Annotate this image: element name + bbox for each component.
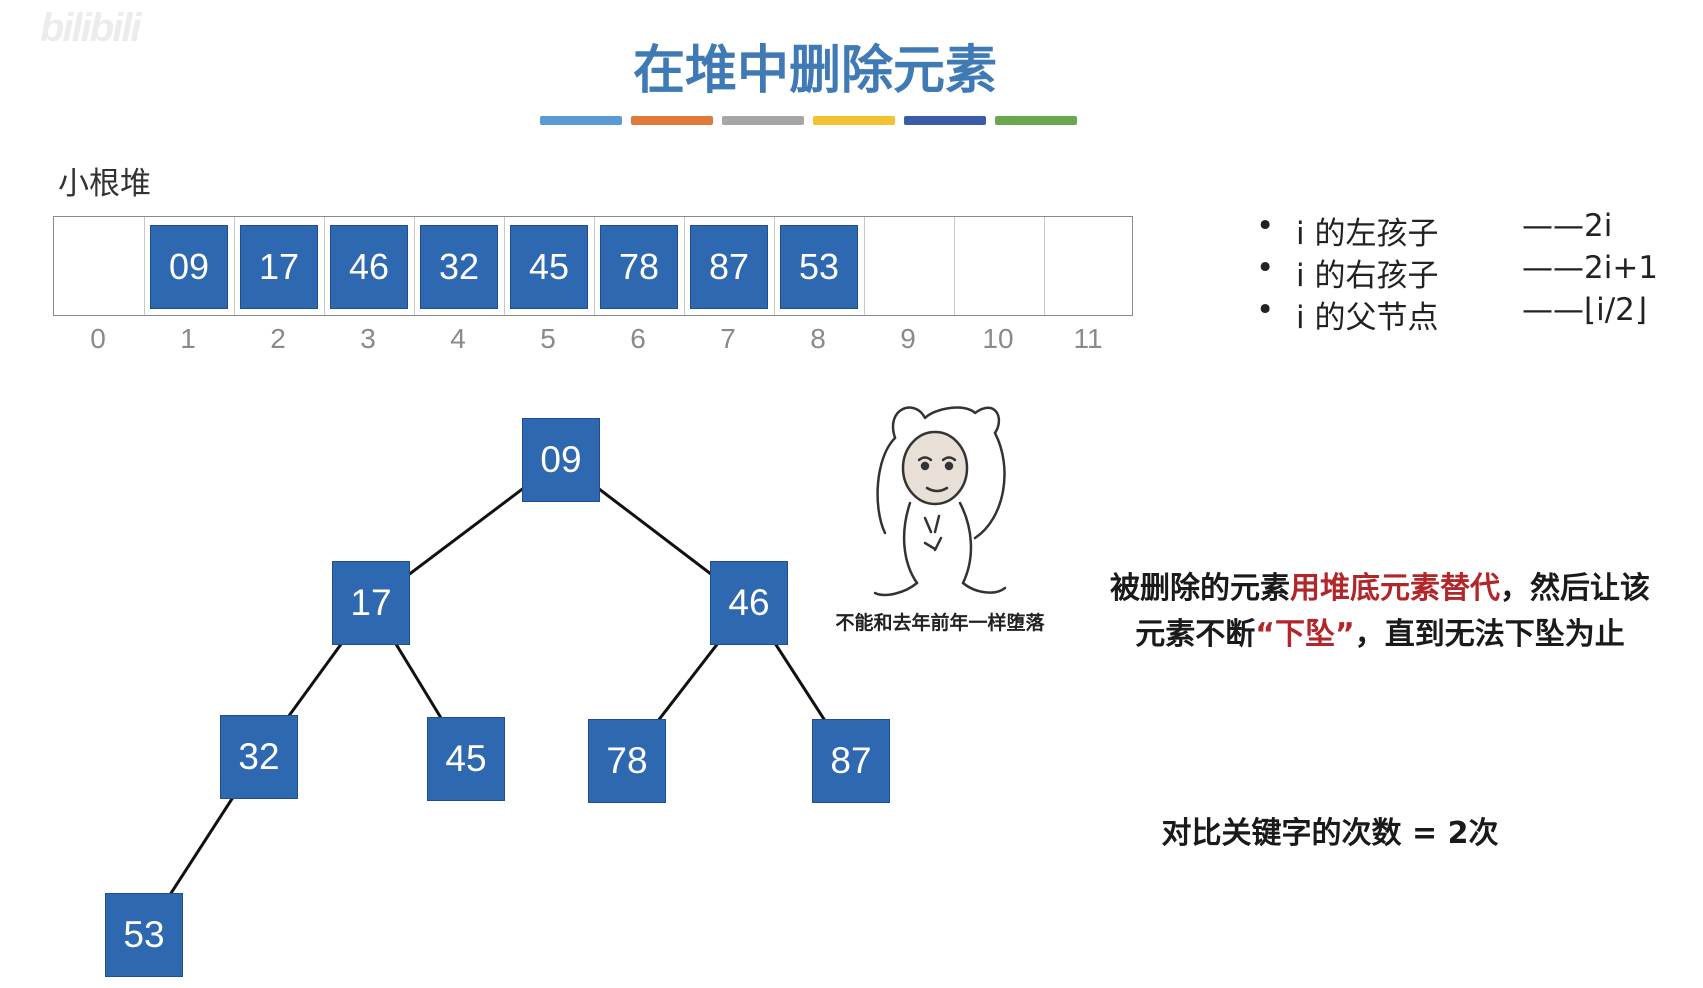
explanation-text-part: ，然后让该 <box>1500 571 1650 606</box>
tree-node: 32 <box>220 715 298 799</box>
tree-node: 17 <box>332 561 410 645</box>
tree-node: 45 <box>427 717 505 801</box>
tree-node: 09 <box>522 418 600 502</box>
explanation-highlight: “下坠” <box>1255 617 1354 652</box>
tree-node: 46 <box>710 561 788 645</box>
explanation-text-part: 元素不断 <box>1135 617 1255 652</box>
explanation-text-part: ，直到无法下坠为止 <box>1355 617 1625 652</box>
comparison-count-text: 对比关键字的次数 = 2次 <box>1120 808 1540 852</box>
meme-figure-image <box>855 398 1025 603</box>
tree-node: 87 <box>812 719 890 803</box>
meme-caption: 不能和去年前年一样堕落 <box>820 608 1060 635</box>
explanation-line-1: 被删除的元素用堆底元素替代，然后让该 <box>1080 566 1680 612</box>
explanation-highlight: 用堆底元素替代 <box>1290 571 1500 606</box>
explanation-text: 被删除的元素用堆底元素替代，然后让该 元素不断“下坠”，直到无法下坠为止 <box>1080 566 1680 658</box>
explanation-line-2: 元素不断“下坠”，直到无法下坠为止 <box>1080 612 1680 658</box>
tree-node: 53 <box>105 893 183 977</box>
explanation-text-part: 被删除的元素 <box>1110 571 1290 606</box>
tree-node: 78 <box>588 719 666 803</box>
